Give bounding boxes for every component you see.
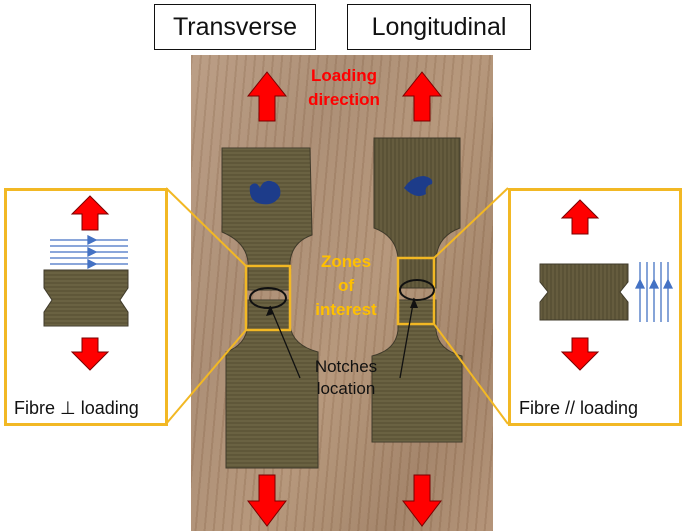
ink-mark-transverse [249,180,281,205]
inset-specimen-transverse [43,269,129,327]
zones-of-interest-label: Zones of interest [315,252,377,319]
red-arrow-icon-inset-left-up [70,195,110,231]
red-arrow-icon-bottom-right [401,474,443,527]
fibre-arrows-icon-left [50,234,128,270]
red-arrow-icon-inset-right-down [560,337,600,371]
inset-longitudinal [508,188,682,426]
red-arrow-icon-inset-right-up [560,199,600,235]
transverse-specimen-lower [225,299,319,469]
red-arrow-icon-top-left [246,71,288,122]
notch-pointer-left [269,305,301,379]
callout-left-top [165,187,247,267]
inset-longitudinal-caption: Fibre // loading [519,398,639,418]
inset-transverse-drawing [43,195,129,371]
inset-transverse-caption: Fibre ⊥ loading [14,398,139,418]
ink-mark-longitudinal [404,176,433,196]
longitudinal-label: Longitudinal [347,4,531,50]
inset-specimen-longitudinal [539,263,629,321]
callout-right-top [433,187,509,259]
inset-transverse [4,188,168,426]
fibre-arrows-icon-right [634,262,674,322]
loading-direction-label: Loading direction [308,66,380,109]
longitudinal-specimen-lower [371,299,463,443]
notch-ellipse-longitudinal [399,279,435,301]
zone-of-interest-transverse [244,264,292,332]
notch-ellipse-transverse [249,287,287,309]
callout-right-bottom [433,323,509,425]
inset-longitudinal-drawing [539,199,674,371]
longitudinal-specimen-upper [373,137,461,289]
notches-location-label: Notches location [314,357,378,398]
red-arrow-icon-bottom-left [246,474,288,527]
red-arrow-icon-top-right [401,71,443,122]
transverse-label: Transverse [154,4,316,50]
callout-left-bottom [165,329,247,425]
notch-pointer-right [399,297,415,379]
red-arrow-icon-inset-left-down [70,337,110,371]
